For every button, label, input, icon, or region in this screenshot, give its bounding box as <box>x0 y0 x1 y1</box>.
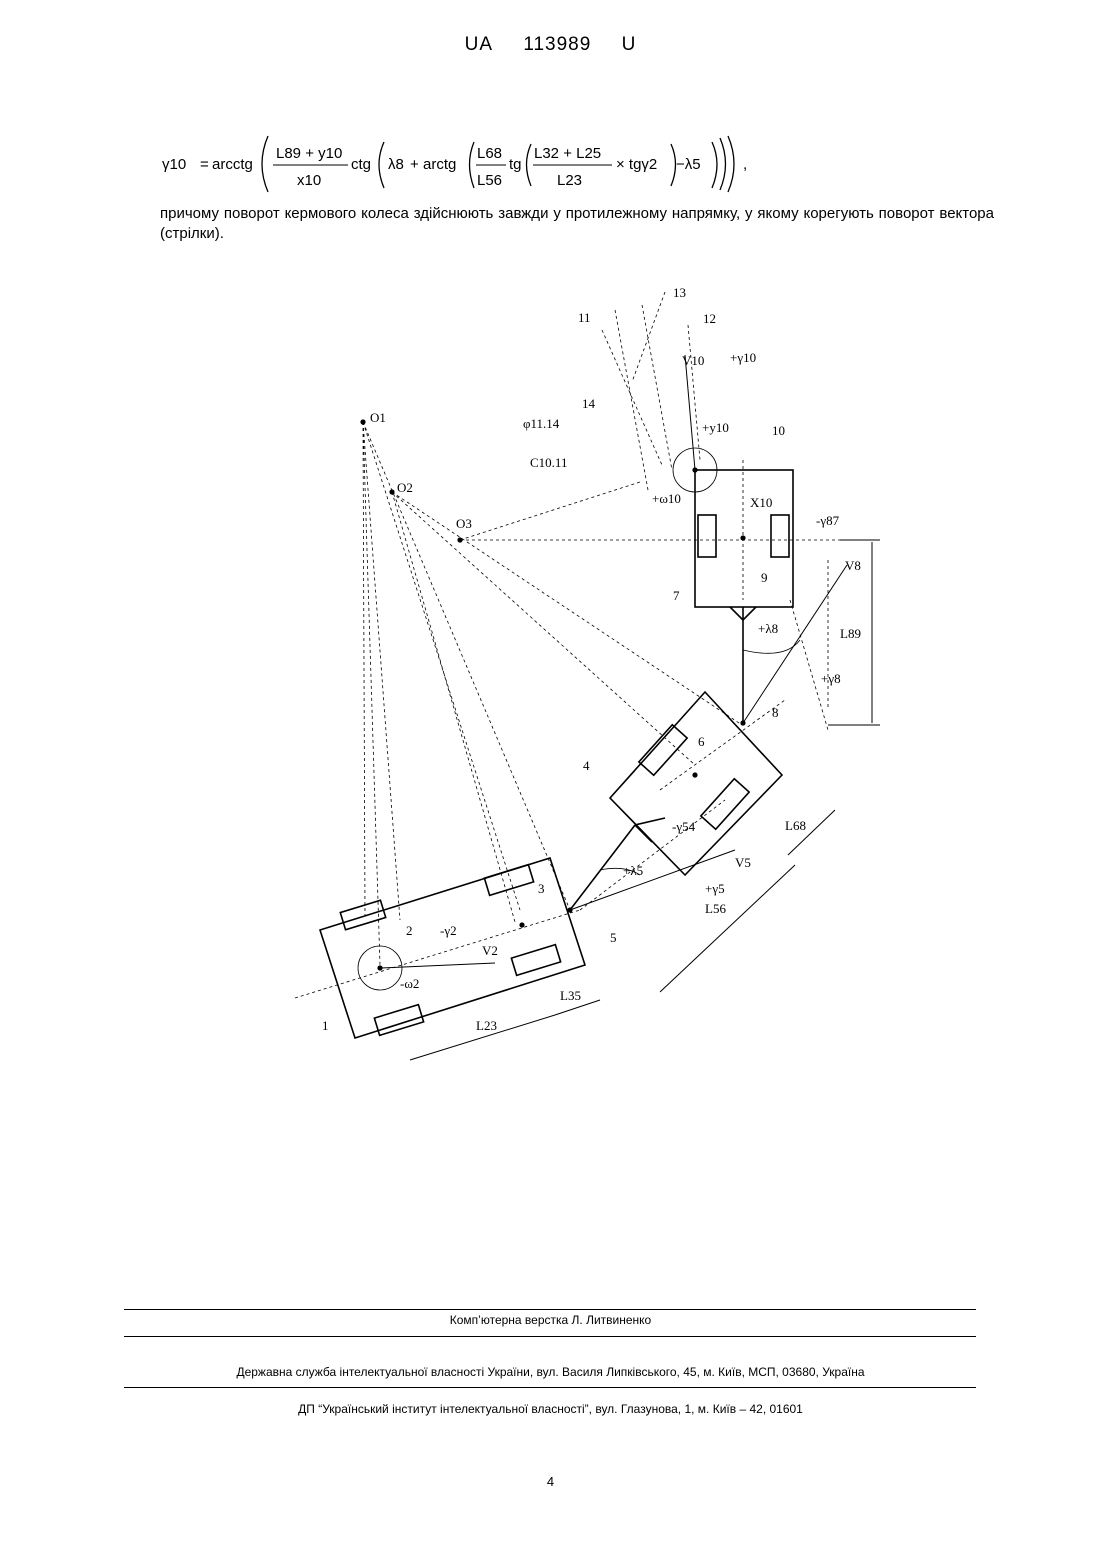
formula-den2: L56 <box>477 172 502 189</box>
formula-den1: x10 <box>297 172 321 189</box>
label-1: 1 <box>322 1018 329 1033</box>
label-2: 2 <box>406 923 413 938</box>
label-lambda8: +λ8 <box>758 621 778 636</box>
formula-times-tg: × tgγ2 <box>616 156 657 173</box>
label-omega2: -ω2 <box>400 976 419 991</box>
label-y10: +y10 <box>702 420 729 435</box>
label-omega10: +ω10 <box>652 491 681 506</box>
label-lambda5: +λ5 <box>623 863 643 878</box>
formula-arctg: arctg <box>423 156 456 173</box>
label-o2: O2 <box>397 480 413 495</box>
label-gamma87: -γ87 <box>816 513 840 528</box>
label-9: 9 <box>761 570 768 585</box>
footer-typesetting: Комп’ютерна верстка Л. Литвиненко <box>0 1313 1101 1327</box>
formula-num2: L68 <box>477 145 502 162</box>
patent-header: UA 113989 U <box>0 34 1101 56</box>
label-gamma54: -γ54 <box>672 819 696 834</box>
label-5: 5 <box>610 930 617 945</box>
patent-number: 113989 <box>523 34 591 55</box>
formula-minus-lambda5: −λ5 <box>676 156 701 173</box>
label-gamma8: +γ8 <box>821 671 841 686</box>
formula-lhs: γ10 <box>162 156 186 173</box>
footer-rule-top <box>124 1309 976 1310</box>
label-l89: L89 <box>840 626 861 641</box>
label-v8: V8 <box>845 558 861 573</box>
label-v10: V10 <box>682 353 704 368</box>
label-12: 12 <box>703 311 716 326</box>
patent-kind: U <box>622 34 637 55</box>
label-c1011: C10.11 <box>530 455 567 470</box>
formula: γ10 = arcctg L89 + y10 x10 ctg λ8 + arct… <box>160 128 800 200</box>
label-4: 4 <box>583 758 590 773</box>
label-gamma10: +γ10 <box>730 350 756 365</box>
label-l56: L56 <box>705 901 726 916</box>
patent-country: UA <box>465 34 493 55</box>
label-l23: L23 <box>476 1018 497 1033</box>
label-13: 13 <box>673 285 686 300</box>
label-11: 11 <box>578 310 591 325</box>
footer-service: Державна служба інтелектуальної власност… <box>0 1365 1101 1379</box>
label-o3: O3 <box>456 516 472 531</box>
formula-tg: tg <box>509 156 522 173</box>
label-8: 8 <box>772 705 779 720</box>
label-l68: L68 <box>785 818 806 833</box>
svg-text:,: , <box>743 156 747 173</box>
label-6: 6 <box>698 734 705 749</box>
footer-rule-middle <box>124 1336 976 1337</box>
label-l35: L35 <box>560 988 581 1003</box>
label-x10: X10 <box>750 495 772 510</box>
vehicle-train-diagram: 11 12 13 14 V10 +γ10 φ11.14 +y10 10 C10.… <box>280 270 880 1070</box>
svg-text:=: = <box>200 156 209 173</box>
label-phi: φ11.14 <box>523 416 560 431</box>
formula-num1: L89 + y10 <box>276 145 342 162</box>
label-gamma5: +γ5 <box>705 881 725 896</box>
label-v2: V2 <box>482 943 498 958</box>
label-gamma2: -γ2 <box>440 923 457 938</box>
formula-lambda8: λ8 <box>388 156 404 173</box>
page-number: 4 <box>0 1474 1101 1489</box>
label-o1: O1 <box>370 410 386 425</box>
footer-institute: ДП “Український інститут інтелектуальної… <box>0 1402 1101 1416</box>
formula-den3: L23 <box>557 172 582 189</box>
formula-ctg: ctg <box>351 156 371 173</box>
formula-num3: L32 + L25 <box>534 145 601 162</box>
label-7: 7 <box>673 588 680 603</box>
label-14: 14 <box>582 396 596 411</box>
body-paragraph: причому поворот кермового колеса здійсню… <box>160 204 994 244</box>
label-10: 10 <box>772 423 785 438</box>
label-3: 3 <box>538 881 545 896</box>
svg-text:+: + <box>410 156 419 173</box>
footer-rule-bottom <box>124 1387 976 1388</box>
formula-arcctg: arcctg <box>212 156 253 173</box>
label-v5: V5 <box>735 855 751 870</box>
